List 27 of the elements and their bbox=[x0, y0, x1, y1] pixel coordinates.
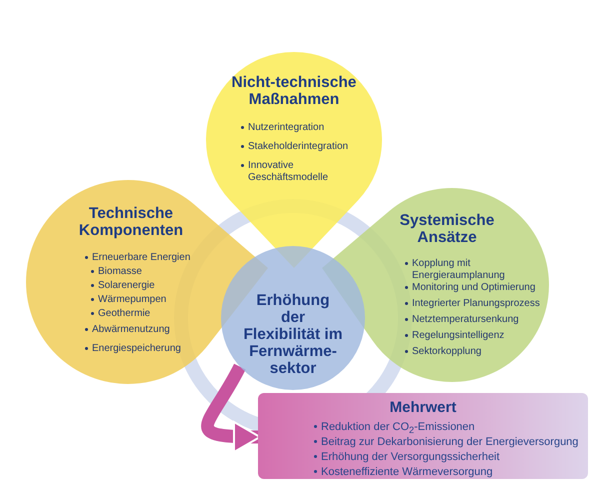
bullet-item: Netztemperatursenkung bbox=[404, 314, 519, 326]
bullet-item: Energiespeicherung bbox=[84, 343, 181, 355]
bullet-item: Innovative Geschäftsmodelle bbox=[240, 160, 376, 184]
bullet-item: Nutzerintegration bbox=[240, 122, 324, 134]
bullet-item: Abwärmenutzung bbox=[84, 324, 170, 336]
bullet-item: Kopplung mit Energieraumplanung bbox=[404, 258, 532, 282]
bullet-item: Stakeholderintegration bbox=[240, 141, 348, 153]
center-circle bbox=[221, 246, 365, 390]
bullet-item: Integrierter Planungsprozess bbox=[404, 298, 540, 310]
bullet-item: Biomasse bbox=[90, 266, 142, 278]
bullet-item: Wärmepumpen bbox=[90, 294, 166, 306]
bullet-item: Solarenergie bbox=[90, 280, 155, 292]
bullet-item: Regelungsintelligenz bbox=[404, 330, 504, 342]
bullet-item: Erneuerbare Energien bbox=[84, 252, 190, 264]
heading: Mehrwert bbox=[388, 399, 458, 416]
result-panel bbox=[258, 393, 588, 479]
heading: Systemische Ansätze bbox=[398, 212, 496, 246]
heading: Nicht-technische Maßnahmen bbox=[230, 74, 358, 108]
bullet-item: Beitrag zur Dekarbonisierung der Energieversorgung bbox=[313, 436, 578, 448]
bullet-item: Monitoring und Optimierung bbox=[404, 282, 536, 294]
bullet-item: Kosteneffiziente Wärmeversorgung bbox=[313, 466, 493, 478]
heading: Technische Komponenten bbox=[78, 205, 184, 239]
bullet-item: Erhöhung der Versorgungssicherheit bbox=[313, 451, 500, 463]
bullet-item: Geothermie bbox=[90, 308, 150, 320]
bullet-item: Sektorkopplung bbox=[404, 346, 482, 358]
bullet-item: Reduktion der CO$_{2}$-Emissionen bbox=[313, 421, 475, 436]
heading: Erhöhung der Flexibilität im Fernwärme-sektor bbox=[243, 292, 343, 377]
